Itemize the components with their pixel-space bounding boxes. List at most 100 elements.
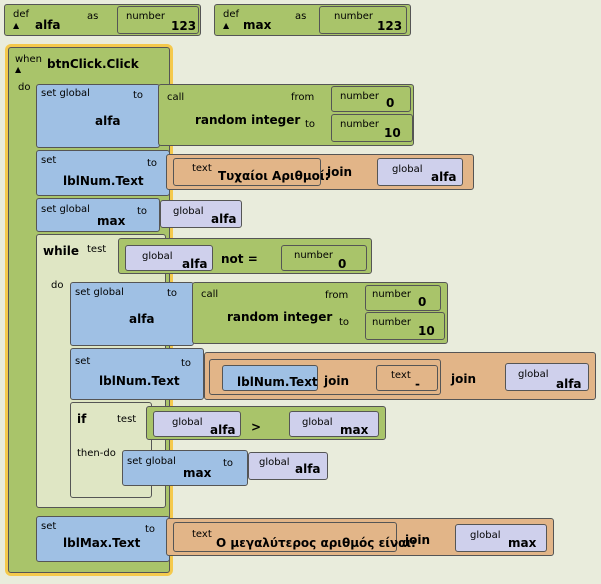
method-name: random integer <box>227 310 333 324</box>
as-label: as <box>87 11 99 22</box>
number-label: number <box>340 119 380 130</box>
global-label: global <box>173 206 204 217</box>
variable-name[interactable]: alfa <box>556 377 582 391</box>
join-label: join <box>405 533 431 547</box>
set-lblnum-text-block[interactable]: set to lblNum.Text <box>36 150 170 196</box>
number-label: number <box>294 250 334 261</box>
to-label: to <box>181 358 192 369</box>
property-name[interactable]: lblNum.Text <box>63 174 144 188</box>
variable-name[interactable]: alfa <box>431 170 457 184</box>
variable-name[interactable]: max <box>97 214 126 228</box>
global-getter-block[interactable]: global alfa <box>248 452 328 480</box>
global-getter-block[interactable]: global max <box>455 524 547 552</box>
compare-greater-than-block[interactable]: global alfa > global max <box>146 406 386 440</box>
global-getter-block[interactable]: global alfa <box>377 158 463 186</box>
global-getter-block[interactable]: global alfa <box>153 411 241 437</box>
property-name[interactable]: lblNum.Text <box>99 374 180 388</box>
variable-name[interactable]: alfa <box>210 423 236 437</box>
def-label: def <box>223 9 240 20</box>
set-lblmax-text-block[interactable]: set to lblMax.Text <box>36 516 170 562</box>
number-block[interactable]: number 123 <box>117 6 199 34</box>
join-block[interactable]: lblNum.Text join text - <box>209 359 441 395</box>
collapse-triangle-icon[interactable]: ▲ <box>223 21 230 30</box>
number-label: number <box>126 11 166 22</box>
number-value[interactable]: 10 <box>418 324 435 338</box>
join-block[interactable]: text Ο μεγαλύτερος αριθμός είναι: join g… <box>166 518 554 556</box>
text-block[interactable]: text - <box>376 365 438 391</box>
then-do-label: then-do <box>77 448 116 459</box>
global-getter-block[interactable]: global alfa <box>125 245 213 271</box>
global-getter-block[interactable]: global alfa <box>160 200 242 228</box>
random-integer-block[interactable]: call random integer from to number 0 num… <box>158 84 414 146</box>
method-name: random integer <box>195 113 301 127</box>
number-block[interactable]: number 0 <box>365 285 441 311</box>
variable-name[interactable]: alfa <box>182 257 208 271</box>
def-name: alfa <box>35 18 61 32</box>
global-label: global <box>142 251 173 262</box>
number-block[interactable]: number 10 <box>365 312 445 340</box>
join-block[interactable]: text Τυχαίοι Αριθμοί: join global alfa <box>166 154 474 190</box>
number-value[interactable]: 0 <box>386 96 395 110</box>
global-getter-block[interactable]: global alfa <box>505 363 589 391</box>
do-label: do <box>18 82 31 93</box>
property-name[interactable]: lblMax.Text <box>63 536 141 550</box>
global-label: global <box>172 417 203 428</box>
text-label: text <box>391 370 411 381</box>
to-label: to <box>167 288 178 299</box>
to-label: to <box>339 317 350 328</box>
join-block[interactable]: lblNum.Text join text - join global alfa <box>204 352 596 400</box>
global-label: global <box>259 457 290 468</box>
number-value[interactable]: 10 <box>384 126 401 140</box>
variable-name[interactable]: alfa <box>129 312 155 326</box>
to-label: to <box>305 119 316 130</box>
number-block[interactable]: number 10 <box>331 114 413 142</box>
variable-name[interactable]: max <box>340 423 369 437</box>
set-global-max-block[interactable]: set global to max <box>122 450 248 486</box>
collapse-triangle-icon[interactable]: ▲ <box>13 21 20 30</box>
to-label: to <box>147 158 158 169</box>
global-label: global <box>302 417 333 428</box>
def-name: max <box>243 18 272 32</box>
set-lblnum-text-block[interactable]: set to lblNum.Text <box>70 348 204 400</box>
variable-name[interactable]: alfa <box>95 114 121 128</box>
text-value[interactable]: Τυχαίοι Αριθμοί: <box>218 169 330 183</box>
def-label: def <box>13 9 30 20</box>
set-global-max-block[interactable]: set global to max <box>36 198 160 232</box>
number-label: number <box>372 317 412 328</box>
set-global-alfa-block[interactable]: set global to alfa <box>70 282 194 346</box>
call-label: call <box>201 289 219 300</box>
collapse-triangle-icon[interactable]: ▲ <box>15 65 22 74</box>
set-global-alfa-block[interactable]: set global to alfa <box>36 84 160 148</box>
variable-name[interactable]: alfa <box>295 462 321 476</box>
number-value[interactable]: 0 <box>418 295 427 309</box>
number-value[interactable]: 123 <box>171 19 197 33</box>
compare-not-equal-block[interactable]: global alfa not = number 0 <box>118 238 372 274</box>
number-value[interactable]: 123 <box>377 19 403 33</box>
number-block[interactable]: number 123 <box>319 6 407 34</box>
def-max-block[interactable]: def ▲ max as number 123 <box>214 4 411 36</box>
number-value[interactable]: 0 <box>338 257 347 271</box>
variable-name[interactable]: max <box>508 536 537 550</box>
from-label: from <box>325 290 349 301</box>
number-block[interactable]: number 0 <box>281 245 367 271</box>
text-block[interactable]: text Ο μεγαλύτερος αριθμός είναι: <box>173 522 416 552</box>
if-label: if <box>77 412 87 426</box>
set-global-label: set global <box>41 204 90 215</box>
call-label: call <box>167 92 185 103</box>
from-label: from <box>291 92 315 103</box>
text-value[interactable]: Ο μεγαλύτερος αριθμός είναι: <box>216 536 416 550</box>
set-label: set <box>41 155 57 166</box>
global-label: global <box>392 164 423 175</box>
number-block[interactable]: number 0 <box>331 86 411 112</box>
property-name[interactable]: lblNum.Text <box>237 375 318 389</box>
text-block[interactable]: text Τυχαίοι Αριθμοί: <box>173 158 329 186</box>
variable-name[interactable]: alfa <box>211 212 237 226</box>
def-alfa-block[interactable]: def ▲ alfa as number 123 <box>4 4 201 36</box>
component-property-block[interactable]: lblNum.Text <box>222 365 318 391</box>
text-value[interactable]: - <box>415 377 420 391</box>
global-getter-block[interactable]: global max <box>289 411 379 437</box>
set-global-label: set global <box>75 287 124 298</box>
random-integer-block[interactable]: call random integer from to number 0 num… <box>192 282 448 344</box>
variable-name[interactable]: max <box>183 466 212 480</box>
to-label: to <box>145 524 156 535</box>
